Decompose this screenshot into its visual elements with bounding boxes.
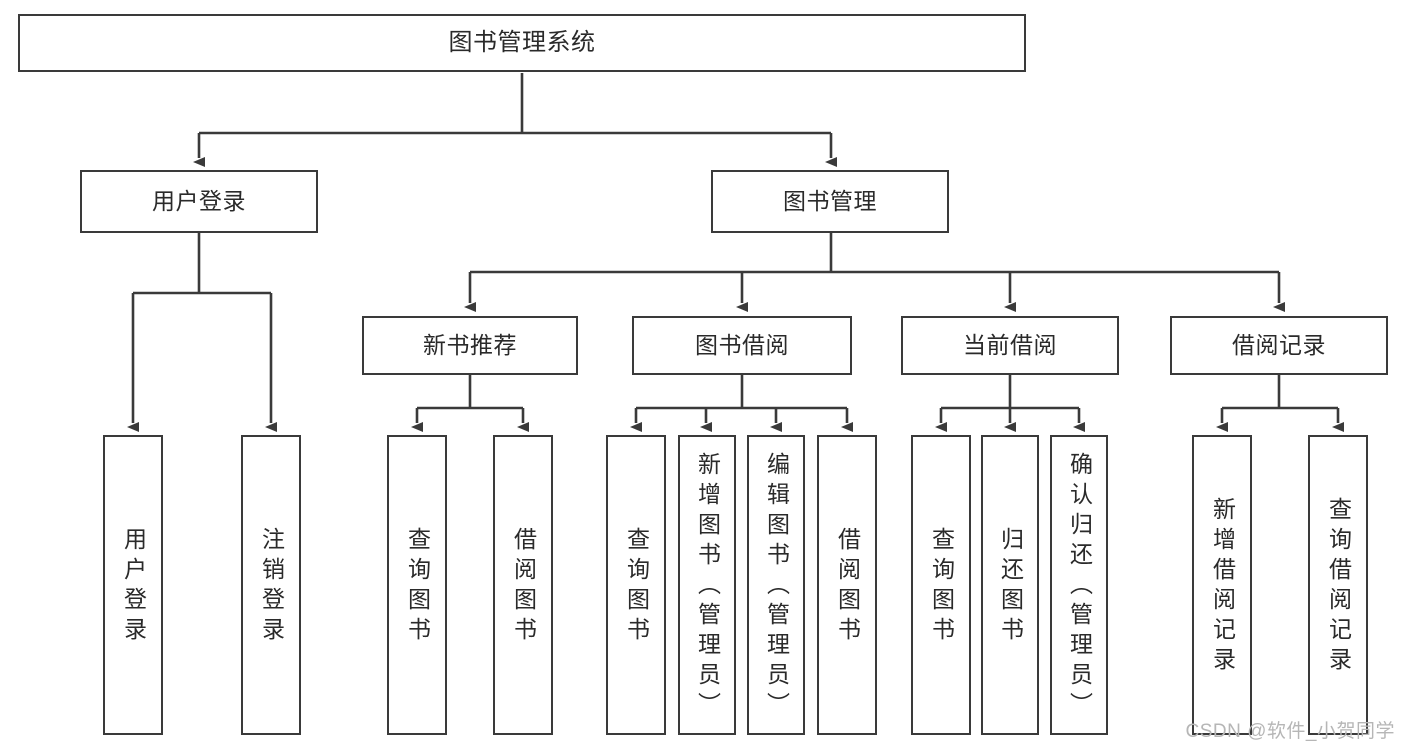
- leaf-borrow-book-recommend[interactable]: 借阅图书: [493, 435, 553, 735]
- node-book-borrow[interactable]: 图书借阅: [632, 316, 852, 375]
- node-label: 借阅记录: [1232, 331, 1326, 358]
- node-root-system[interactable]: 图书管理系统: [18, 14, 1026, 72]
- node-new-book-recommend[interactable]: 新书推荐: [362, 316, 578, 375]
- leaf-query-book-current[interactable]: 查询图书: [911, 435, 971, 735]
- node-label: 查询借阅记录: [1325, 497, 1352, 677]
- leaf-confirm-return[interactable]: 确认归还（管理员）: [1050, 435, 1108, 735]
- node-label: 编辑图书（管理员）: [763, 452, 790, 722]
- node-label: 借阅图书: [510, 527, 537, 647]
- watermark: CSDN @软件_小贺同学: [1185, 721, 1395, 742]
- node-label: 新书推荐: [423, 331, 517, 358]
- node-label: 确认归还（管理员）: [1066, 452, 1093, 722]
- node-borrow-record[interactable]: 借阅记录: [1170, 316, 1388, 375]
- node-label: 借阅图书: [834, 527, 861, 647]
- leaf-return-book[interactable]: 归还图书: [981, 435, 1039, 735]
- node-book-manage[interactable]: 图书管理: [711, 170, 949, 233]
- node-label: 查询图书: [404, 527, 431, 647]
- node-label: 图书借阅: [695, 331, 789, 358]
- node-label: 查询图书: [623, 527, 650, 647]
- leaf-query-book-borrow[interactable]: 查询图书: [606, 435, 666, 735]
- node-label: 图书管理: [783, 187, 877, 214]
- node-label: 图书管理系统: [448, 28, 596, 56]
- node-label: 当前借阅: [963, 331, 1057, 358]
- leaf-borrow-book[interactable]: 借阅图书: [817, 435, 877, 735]
- leaf-add-book[interactable]: 新增图书（管理员）: [678, 435, 736, 735]
- node-label: 用户登录: [120, 527, 147, 647]
- node-label: 新增借阅记录: [1209, 497, 1236, 677]
- leaf-query-book-recommend[interactable]: 查询图书: [387, 435, 447, 735]
- leaf-user-logout[interactable]: 注销登录: [241, 435, 301, 735]
- node-label: 归还图书: [997, 527, 1024, 647]
- leaf-add-borrow-record[interactable]: 新增借阅记录: [1192, 435, 1252, 735]
- node-label: 查询图书: [928, 527, 955, 647]
- node-user-login[interactable]: 用户登录: [80, 170, 318, 233]
- leaf-query-borrow-record[interactable]: 查询借阅记录: [1308, 435, 1368, 735]
- leaf-edit-book[interactable]: 编辑图书（管理员）: [747, 435, 805, 735]
- node-current-borrow[interactable]: 当前借阅: [901, 316, 1119, 375]
- node-label: 新增图书（管理员）: [694, 452, 721, 722]
- node-label: 用户登录: [152, 187, 246, 214]
- node-label: 注销登录: [258, 527, 285, 647]
- leaf-user-login[interactable]: 用户登录: [103, 435, 163, 735]
